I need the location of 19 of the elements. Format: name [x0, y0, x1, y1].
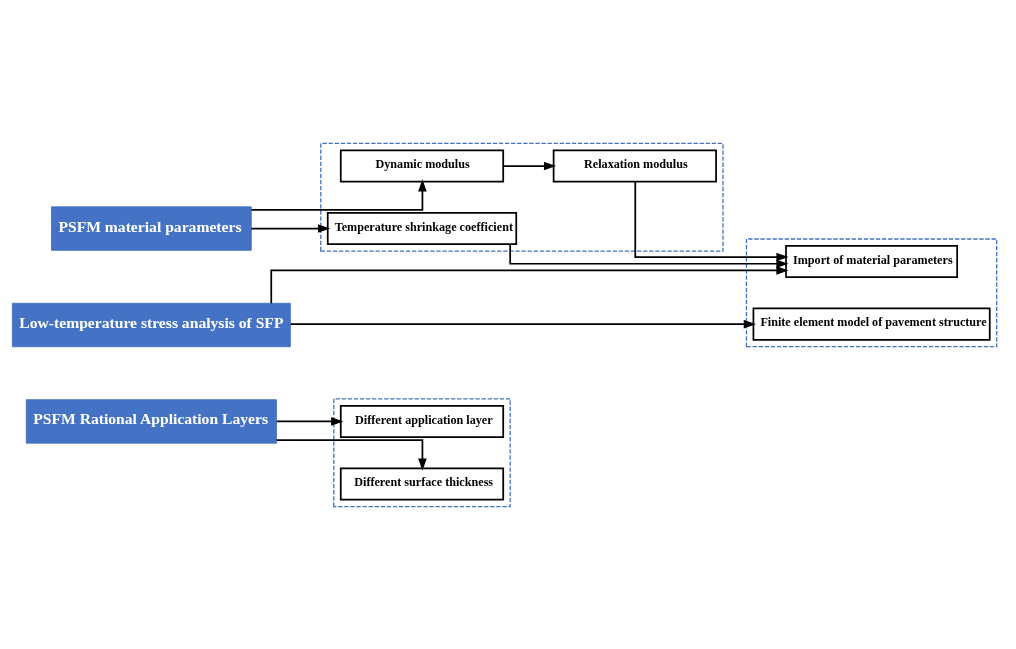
node-box: Different application layer: [339, 404, 505, 438]
arrow: [275, 416, 344, 426]
node-box: Relaxation modulus: [552, 149, 717, 182]
arrow: [502, 161, 557, 170]
arrow: [289, 319, 756, 328]
arrow: [275, 438, 427, 471]
node-box: Import of material parameters: [785, 244, 959, 278]
node-box: Temperature shrinkage coefficient: [326, 211, 518, 245]
node-box: PSFM material parameters: [51, 205, 252, 251]
arrow: [634, 180, 789, 261]
node-box: Finite element model of pavement structure: [752, 307, 991, 341]
node-box: Low-temperature stress analysis of SFP: [11, 302, 291, 347]
node-box: Dynamic modulus: [339, 149, 505, 182]
arrow: [270, 265, 789, 304]
node-box: Different surface thickness: [339, 467, 505, 500]
arrow: [509, 243, 789, 268]
arrow: [250, 178, 427, 211]
arrow: [250, 223, 331, 233]
node-box: PSFM Rational Application Layers: [25, 398, 277, 444]
